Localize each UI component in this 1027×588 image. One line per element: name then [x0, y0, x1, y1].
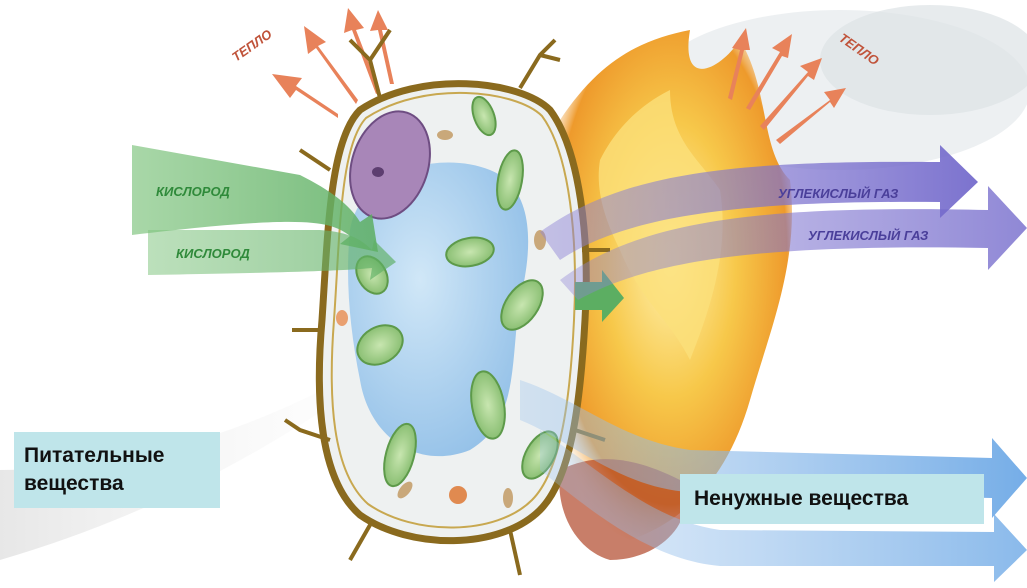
nutrients-label-line1: Питательные — [24, 442, 164, 470]
fuel-label: ТОПЛИВО — [230, 539, 295, 554]
heat-label-left: ТЕПЛО — [229, 26, 274, 64]
nutrients-label-box: Питательные вещества — [14, 432, 220, 508]
nutrients-label-line2: вещества — [24, 470, 124, 498]
waste-label-box: Ненужные вещества — [680, 474, 984, 524]
co2-label-2: УГЛЕКИСЛЫЙ ГАЗ — [808, 227, 929, 243]
oxygen-label-2: КИСЛОРОД — [176, 246, 250, 261]
co2-label-1: УГЛЕКИСЛЫЙ ГАЗ — [778, 185, 899, 201]
oxygen-label-1: КИСЛОРОД — [156, 184, 230, 199]
waste-label: Ненужные вещества — [694, 487, 908, 511]
